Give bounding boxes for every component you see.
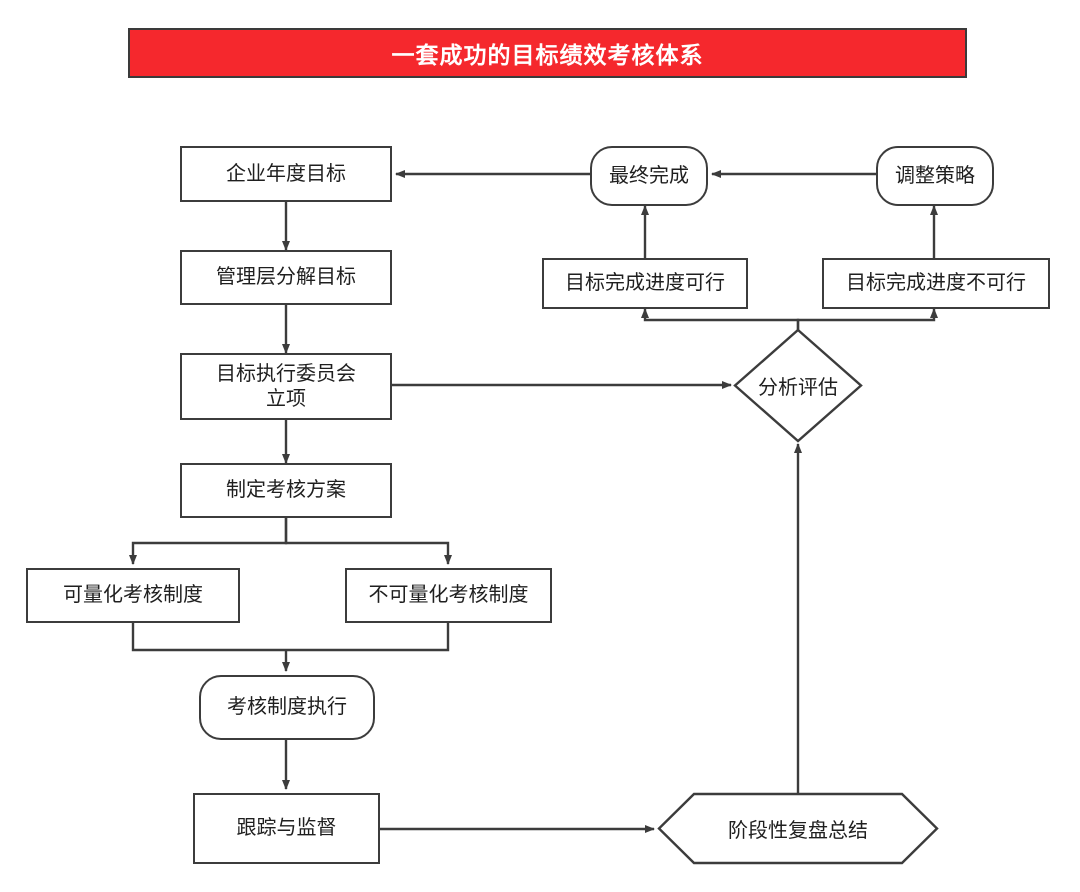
diamond-shape [733, 328, 863, 443]
node-progress-not-ok-label: 目标完成进度不可行 [846, 272, 1026, 294]
node-plan-label: 制定考核方案 [226, 479, 346, 501]
node-quantifiable[interactable]: 可量化考核制度 [26, 568, 240, 623]
node-annual-goal-label: 企业年度目标 [226, 162, 346, 185]
node-track[interactable]: 跟踪与监督 [193, 793, 380, 864]
page-title-banner: 一套成功的目标绩效考核体系 [128, 28, 967, 78]
edge-analysis-to-progress-not-ok [796, 308, 938, 330]
node-adjust-strategy-label: 调整策略 [895, 164, 975, 187]
page-title: 一套成功的目标绩效考核体系 [391, 42, 704, 68]
node-track-label: 跟踪与监督 [236, 817, 337, 839]
node-final-done-label: 最终完成 [609, 164, 689, 187]
node-execute[interactable]: 考核制度执行 [199, 675, 375, 740]
hexagon-shape [657, 792, 939, 865]
node-decompose-label: 管理层分解目标 [216, 266, 356, 288]
node-non-quantifiable[interactable]: 不可量化考核制度 [345, 568, 552, 623]
node-progress-not-ok[interactable]: 目标完成进度不可行 [822, 258, 1050, 309]
node-quantifiable-label: 可量化考核制度 [63, 584, 203, 606]
edge-analysis-to-progress-ok [641, 308, 800, 330]
node-review[interactable]: 阶段性复盘总结 [657, 792, 939, 865]
node-progress-ok[interactable]: 目标完成进度可行 [542, 258, 748, 309]
node-adjust-strategy[interactable]: 调整策略 [876, 146, 994, 206]
node-progress-ok-label: 目标完成进度可行 [565, 272, 725, 294]
node-committee[interactable]: 目标执行委员会 立项 [180, 353, 392, 420]
edge-plan-to-quantifiable [129, 518, 288, 565]
node-plan[interactable]: 制定考核方案 [180, 463, 392, 518]
node-execute-label: 考核制度执行 [227, 696, 347, 718]
node-analysis[interactable]: 分析评估 [733, 328, 863, 443]
edge-plan-to-non-quantifiable [284, 518, 452, 565]
edge-rules-merge-line [131, 623, 450, 652]
node-committee-label-line2: 立项 [266, 387, 306, 410]
node-committee-label-line1: 目标执行委员会 [216, 362, 356, 385]
node-annual-goal[interactable]: 企业年度目标 [180, 146, 392, 202]
node-final-done[interactable]: 最终完成 [590, 146, 708, 206]
node-non-quantifiable-label: 不可量化考核制度 [368, 584, 529, 606]
node-decompose[interactable]: 管理层分解目标 [180, 250, 392, 305]
